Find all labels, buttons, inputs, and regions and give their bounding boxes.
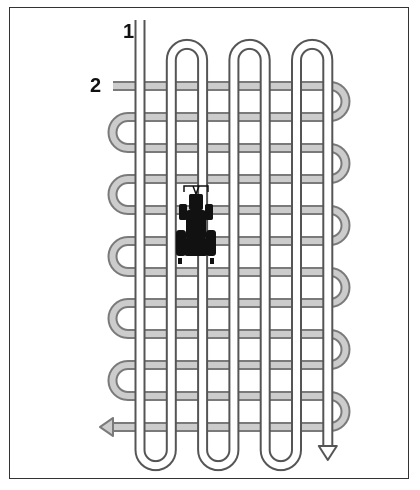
vertical-track-fill — [136, 20, 332, 470]
tractor-rear-wheel-left — [176, 230, 186, 256]
tractor-drawbar-right — [210, 258, 214, 264]
horizontal-passes — [107, 81, 351, 432]
label-horizontal-track: 2 — [90, 75, 101, 97]
tractor-front-wheel-right — [205, 204, 213, 220]
arrow-down-icon — [317, 445, 338, 461]
tractor-hitch-right — [195, 185, 200, 195]
tractor-icon — [176, 185, 216, 264]
horizontal-track-fill — [109, 83, 349, 430]
arrow-left-icon — [99, 417, 114, 437]
tractor-rear-body — [184, 238, 208, 256]
tractor-drawbar-left — [178, 258, 182, 264]
tractor-front-wheel-left — [179, 204, 187, 220]
tractor-implement — [183, 185, 209, 192]
arrows — [99, 417, 338, 461]
tractor-cab — [186, 210, 206, 240]
tractor-rear-wheel-right — [206, 230, 216, 256]
label-vertical-track: 1 — [123, 21, 134, 43]
tractor-hitch-left — [192, 185, 197, 195]
tractor-hood — [189, 194, 203, 210]
vertical-passes — [134, 20, 334, 472]
